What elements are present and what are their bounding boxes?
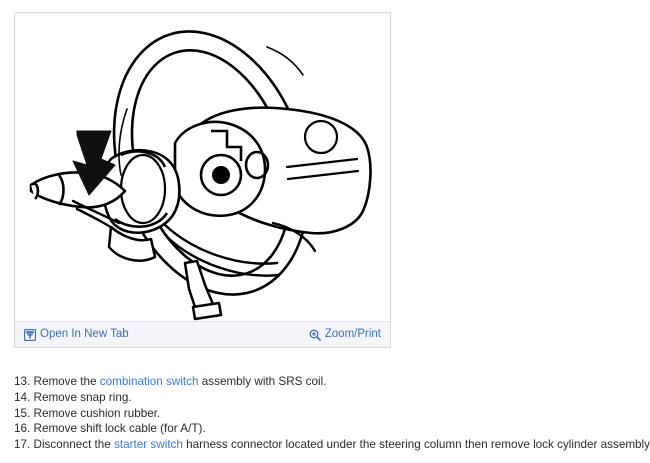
- figure-toolbar: Open In New Tab Zoom/Print: [15, 321, 390, 347]
- step-number: 16.: [14, 422, 31, 436]
- step-link[interactable]: combination switch: [99, 375, 199, 388]
- step-link[interactable]: starter switch: [114, 438, 183, 452]
- step-text: Remove snap ring.: [30, 390, 132, 404]
- step-text: Disconnect the: [30, 438, 115, 452]
- open-in-new-tab-label: Open In New Tab: [40, 327, 129, 340]
- zoom-print-label: Zoom/Print: [324, 327, 381, 340]
- step-number: 13.: [14, 375, 31, 388]
- step-number: 17.: [14, 438, 31, 452]
- figure-panel: Open In New Tab Zoom/Print: [14, 12, 391, 348]
- zoom-print-button[interactable]: Zoom/Print: [309, 327, 381, 341]
- open-in-new-tab-button[interactable]: Open In New Tab: [24, 327, 129, 341]
- step-text: assembly with SRS coil.: [198, 375, 327, 388]
- magnifier-plus-icon: [309, 329, 321, 341]
- open-in-new-tab-icon: [24, 328, 36, 341]
- step-row: 16. Remove shift lock cable (for A/T).: [14, 421, 644, 437]
- step-row: 14. Remove snap ring.: [14, 390, 644, 406]
- step-row: 17. Disconnect the starter switch harnes…: [14, 437, 650, 453]
- step-text: Remove cushion rubber.: [30, 406, 161, 420]
- step-text: harness connector located under the stee…: [182, 438, 650, 452]
- step-row: 15. Remove cushion rubber.: [14, 406, 644, 422]
- step-row: 13. Remove the combination switch assemb…: [14, 374, 644, 390]
- callout-arrow: [72, 130, 116, 196]
- step-number: 14.: [14, 390, 31, 404]
- procedure-steps-list: 13. Remove the combination switch assemb…: [14, 374, 650, 453]
- step-number: 15.: [14, 406, 31, 420]
- step-text: Remove shift lock cable (for A/T).: [30, 422, 206, 436]
- figure-image[interactable]: [15, 13, 390, 322]
- step-text: Remove the: [30, 375, 100, 388]
- steering-wheel-diagram: [15, 13, 390, 322]
